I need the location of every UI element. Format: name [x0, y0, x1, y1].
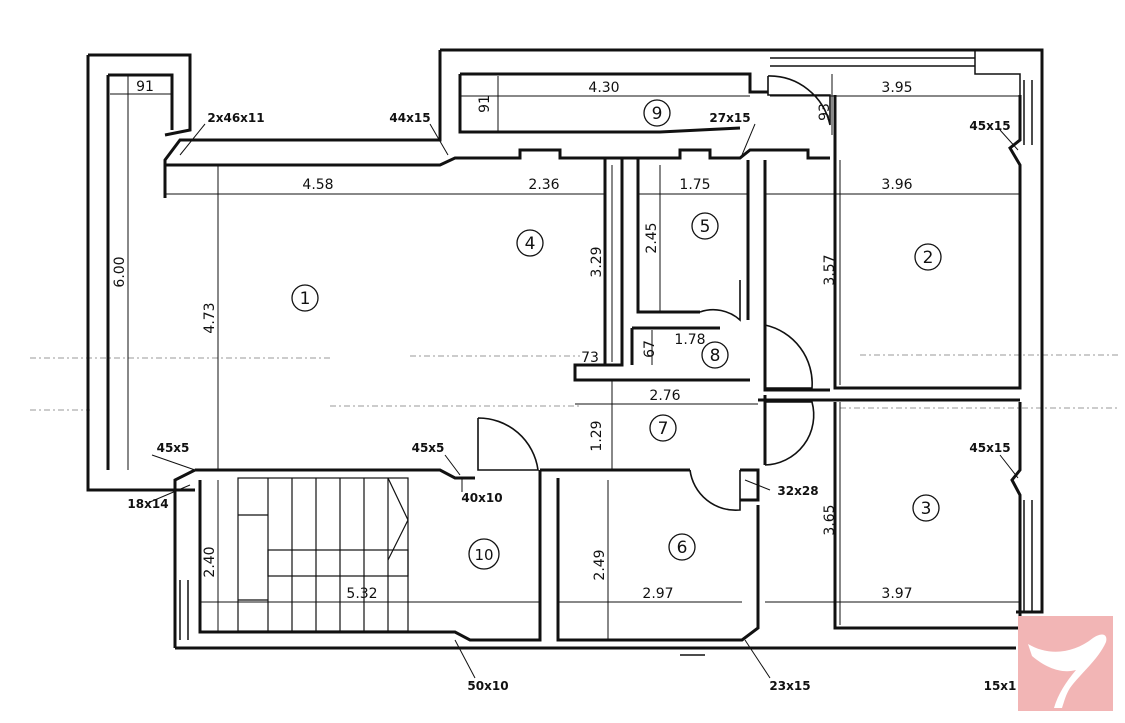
- dim-4-30: 4.30: [588, 80, 619, 96]
- door-room-10: [477, 417, 539, 471]
- dim-3-29: 3.29: [589, 246, 605, 277]
- dim-67: 67: [642, 340, 658, 358]
- label-45x5-b: 45x5: [412, 441, 445, 455]
- window-bottom: [179, 580, 705, 656]
- corridor-9-wall: [458, 72, 768, 134]
- wall-center-right: [758, 160, 1020, 465]
- opening-labels: 2x46x11 44x15 27x15 45x15 45x15 45x5 45x…: [127, 111, 1016, 693]
- inner-wall-top: [165, 148, 830, 167]
- dim-2-36: 2.36: [528, 177, 559, 193]
- room-6-number: 6: [677, 538, 688, 558]
- dimension-lines: [110, 74, 1020, 640]
- label-2x46x11: 2x46x11: [207, 111, 264, 125]
- label-18x14: 18x14: [127, 497, 168, 511]
- room-6-wall: [556, 478, 760, 642]
- label-23x15: 23x15: [769, 679, 810, 693]
- label-45x15-a: 45x15: [969, 119, 1010, 133]
- room-1-number: 1: [300, 289, 311, 309]
- dim-4-73: 4.73: [202, 302, 218, 333]
- room-8-wall: [630, 326, 720, 365]
- dim-73: 73: [581, 350, 599, 366]
- walls: [86, 48, 1044, 656]
- room-7-number: 7: [658, 419, 669, 439]
- door-room-6: [689, 469, 741, 511]
- label-50x10: 50x10: [467, 679, 508, 693]
- room-2-number: 2: [923, 248, 934, 268]
- staircase: [237, 477, 409, 632]
- door-room-3: [764, 401, 815, 466]
- room-5-number: 5: [700, 217, 711, 237]
- room-3-number: 3: [921, 499, 932, 519]
- wall-4-5: [573, 158, 750, 382]
- room-1-circle: [291, 284, 319, 312]
- dim-2-97: 2.97: [642, 586, 673, 602]
- dim-4-58: 4.58: [302, 177, 333, 193]
- dim-1-29: 1.29: [589, 420, 605, 451]
- dim-1-78: 1.78: [674, 332, 705, 348]
- label-40x10: 40x10: [461, 491, 502, 505]
- room-2-circle: [914, 243, 942, 271]
- dim-2-49: 2.49: [592, 549, 608, 580]
- dim-5-32: 5.32: [346, 586, 377, 602]
- dimension-text: 91 91 4.30 3.95 93 4.58 2.36 1.75 3.96 6…: [112, 79, 913, 602]
- dim-93: 93: [817, 103, 833, 121]
- room-2-wall: [833, 95, 1022, 390]
- room-5-wall: [636, 158, 750, 320]
- room-3-wall: [833, 402, 1022, 630]
- brand-logo: [1018, 616, 1113, 711]
- door-room-2: [764, 324, 813, 389]
- window-right: [1023, 80, 1033, 612]
- room-circles: [291, 99, 942, 570]
- room-10-circle: [468, 538, 500, 570]
- label-32x28: 32x28: [777, 484, 818, 498]
- room-9-number: 9: [652, 104, 663, 124]
- bird-logo-icon: [1028, 634, 1107, 708]
- label-27x15: 27x15: [709, 111, 750, 125]
- room-8-circle: [701, 341, 729, 369]
- doors: [477, 75, 831, 511]
- dim-2-45: 2.45: [644, 222, 660, 253]
- room-10-number: 10: [474, 546, 493, 564]
- dim-1-75: 1.75: [679, 177, 710, 193]
- room-8-number: 8: [710, 346, 721, 366]
- room-3-circle: [912, 494, 940, 522]
- door-room-5: [699, 280, 741, 322]
- balcony-left: [86, 53, 195, 492]
- label-leaders: [149, 123, 1019, 679]
- room-7-circle: [649, 414, 677, 442]
- room-numbers: 1 2 3 4 5 6 7 8 9 10: [300, 104, 934, 564]
- dim-3-95: 3.95: [881, 80, 912, 96]
- label-45x5-a: 45x5: [157, 441, 190, 455]
- room-6-circle: [668, 533, 696, 561]
- room-7-6-wall: [540, 468, 760, 502]
- dim-3-96: 3.96: [881, 177, 912, 193]
- scan-noise: [30, 354, 1120, 411]
- dim-3-57: 3.57: [822, 254, 838, 285]
- dim-3-97: 3.97: [881, 586, 912, 602]
- room-4-circle: [516, 229, 544, 257]
- room-9-circle: [643, 99, 671, 127]
- room-4-number: 4: [525, 234, 536, 254]
- label-15x1: 15x1: [984, 679, 1017, 693]
- label-44x15: 44x15: [389, 111, 430, 125]
- outer-wall: [163, 48, 1044, 650]
- dim-6-00: 6.00: [112, 256, 128, 287]
- dim-91-top: 91: [136, 79, 154, 95]
- window-top-right: [770, 50, 1021, 95]
- dim-91-side: 91: [477, 95, 493, 113]
- dim-3-65: 3.65: [822, 504, 838, 535]
- dim-2-40: 2.40: [202, 546, 218, 577]
- room-5-circle: [691, 212, 719, 240]
- label-45x15-b: 45x15: [969, 441, 1010, 455]
- dim-2-76: 2.76: [649, 388, 680, 404]
